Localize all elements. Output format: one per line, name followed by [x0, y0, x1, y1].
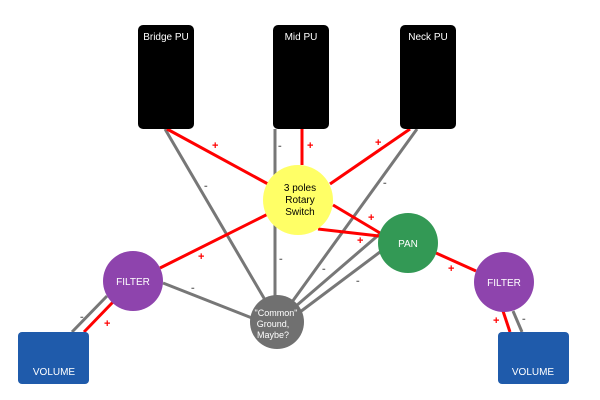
sign-minus: - — [191, 282, 195, 294]
volume-left-label: VOLUME — [33, 367, 76, 378]
ground-label-2: Ground, — [257, 319, 290, 329]
rotary-switch-label-3: Switch — [285, 207, 314, 218]
neck-pickup: Neck PU — [400, 25, 456, 129]
sign-minus: - — [522, 313, 526, 325]
ground-label-1: "Common" — [255, 308, 298, 318]
filter-left: FILTER — [103, 251, 163, 311]
filter-right: FILTER — [474, 252, 534, 312]
sign-plus: + — [448, 263, 454, 275]
sign-minus: - — [278, 140, 282, 152]
rotary-switch: 3 poles Rotary Switch — [263, 165, 333, 235]
sign-minus: - — [279, 253, 283, 265]
wire-pan-ground-negative-2 — [299, 250, 381, 314]
rotary-switch-label-1: 3 poles — [284, 183, 316, 194]
wire-neck-switch-positive — [329, 127, 411, 186]
filter-left-label: FILTER — [116, 277, 150, 288]
sign-minus: - — [356, 275, 360, 287]
sign-plus: + — [357, 235, 363, 247]
rotary-switch-label-2: Rotary — [285, 195, 314, 206]
sign-minus: - — [204, 180, 208, 192]
sign-plus: + — [104, 318, 110, 330]
volume-right-label: VOLUME — [512, 367, 555, 378]
sign-plus: + — [375, 137, 381, 149]
mid-pickup: Mid PU — [273, 25, 329, 129]
mid-pickup-label: Mid PU — [285, 32, 318, 43]
ground-label-3: Maybe? — [257, 330, 289, 340]
sign-plus: + — [493, 315, 499, 327]
sign-minus: - — [80, 311, 84, 323]
volume-right: VOLUME — [498, 332, 569, 384]
wire-filter-right-volume-negative — [511, 310, 524, 333]
wire-neck-ground-negative — [290, 128, 419, 303]
volume-left: VOLUME — [18, 332, 89, 384]
filter-right-label: FILTER — [487, 278, 521, 289]
sign-plus: + — [368, 212, 374, 224]
wire-filter-left-volume-negative — [70, 294, 109, 334]
sign-plus: + — [212, 140, 218, 152]
pan-label: PAN — [398, 239, 418, 250]
wire-filter-left-ground-negative — [162, 281, 253, 320]
bridge-pickup-label: Bridge PU — [143, 32, 189, 43]
wire-switch-pan-positive-2 — [317, 227, 380, 238]
wire-bridge-switch-positive — [166, 127, 269, 186]
sign-plus: + — [307, 140, 313, 152]
sign-plus: + — [198, 251, 204, 263]
wire-switch-filter-left-positive — [159, 212, 269, 270]
wire-switch-pan-positive-1 — [332, 203, 381, 235]
wire-pan-filter-right-positive — [435, 251, 477, 273]
wire-bridge-ground-negative — [163, 128, 270, 306]
sign-minus: - — [322, 263, 326, 275]
sign-minus: - — [383, 177, 387, 189]
neck-pickup-label: Neck PU — [408, 32, 447, 43]
wire-pan-ground-negative-1 — [295, 230, 383, 308]
pan-control: PAN — [378, 213, 438, 273]
wire-filter-right-volume-positive — [501, 310, 512, 333]
bridge-pickup: Bridge PU — [138, 25, 194, 129]
wire-filter-left-volume-positive — [82, 300, 115, 334]
common-ground: "Common" Ground, Maybe? — [250, 295, 304, 349]
